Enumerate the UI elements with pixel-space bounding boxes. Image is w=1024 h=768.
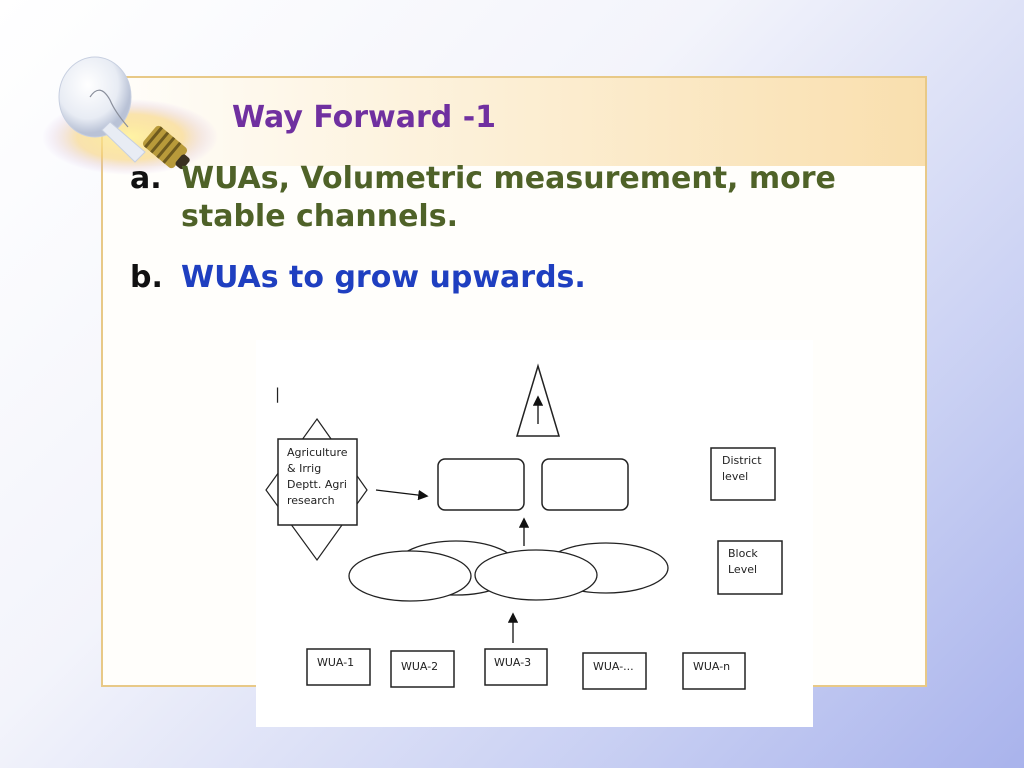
bullet-marker: a. xyxy=(130,161,162,196)
bullet-marker: b. xyxy=(130,260,163,295)
bullet-item-a: a. WUAs, Volumetric measurement, more st… xyxy=(130,160,850,240)
wua-box xyxy=(682,652,746,690)
title-band xyxy=(103,78,925,166)
district-level-label: District level xyxy=(722,454,762,483)
block-ellipse xyxy=(474,549,598,601)
wua-box xyxy=(390,650,455,688)
wua-box xyxy=(306,648,371,686)
bullet-text: WUAs, Volumetric measurement, more stabl… xyxy=(181,161,836,234)
light-bulb-icon xyxy=(42,56,218,175)
wua-box xyxy=(484,648,548,686)
dept-box-label: Agriculture & Irrig Deptt. Agri research xyxy=(287,446,348,507)
district-box-right xyxy=(541,458,629,511)
slide-title: Way Forward -1 xyxy=(232,100,497,135)
block-level-label: Block Level xyxy=(728,547,758,576)
wua-box xyxy=(582,652,647,690)
wua-label: WUA-3 xyxy=(494,656,532,669)
hierarchy-diagram: | Agriculture & Irrig Deptt. Agri resear… xyxy=(256,340,813,727)
block-ellipse xyxy=(348,550,472,602)
district-box-left xyxy=(437,458,525,511)
bullet-text: WUAs to grow upwards. xyxy=(181,260,586,295)
bullet-item-b: b. WUAs to grow upwards. xyxy=(130,259,730,299)
wua-label: WUA-n xyxy=(693,660,731,673)
dept-arrow xyxy=(375,489,429,501)
dept-box xyxy=(277,438,358,526)
wua-label: WUA-1 xyxy=(317,656,355,669)
stray-mark: | xyxy=(275,385,281,403)
block-level-box xyxy=(717,540,783,595)
diagram-shapes xyxy=(265,363,783,690)
wua-label: WUA-... xyxy=(593,660,634,673)
district-level-box xyxy=(710,447,776,501)
wua-label: WUA-2 xyxy=(401,660,439,673)
